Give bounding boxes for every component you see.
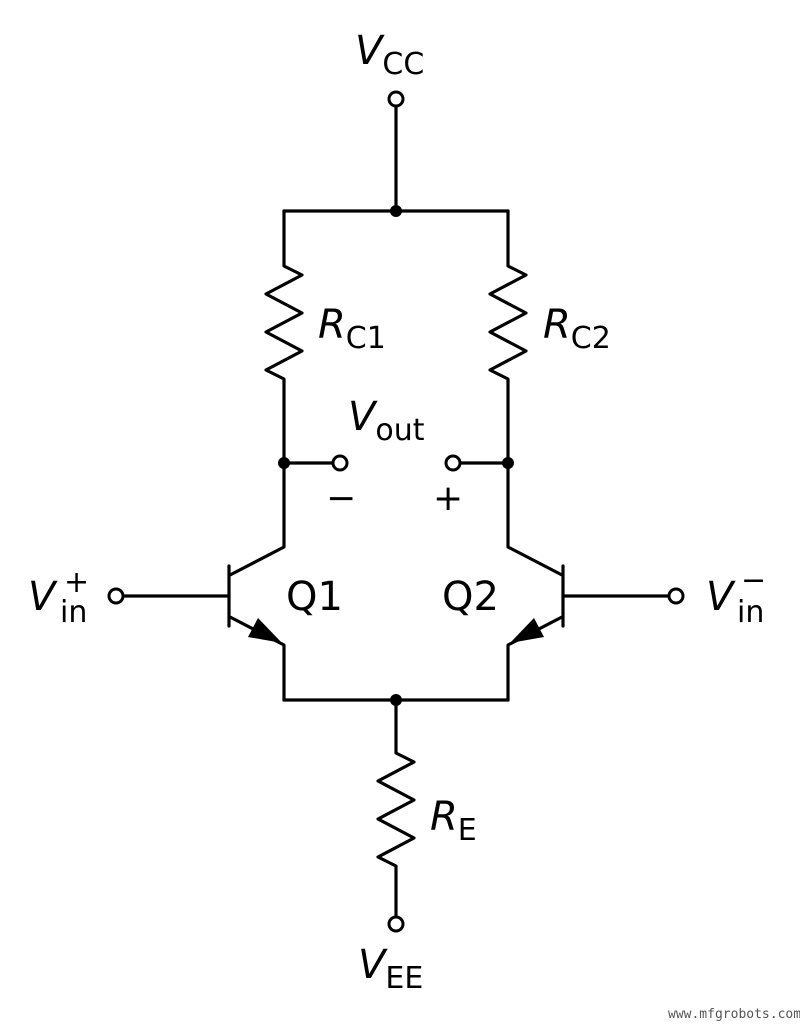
q1-label: Q1 [286, 574, 343, 620]
re-label: RE [430, 794, 477, 848]
q1-collector-wire [228, 461, 286, 577]
vee-terminal [387, 915, 405, 933]
vin-minus-label: V [706, 574, 736, 620]
vout-minus-terminal [331, 454, 349, 472]
rc2-label: RC2 [543, 302, 611, 356]
q2-label: Q2 [442, 574, 499, 620]
vin-plus-label: V [28, 574, 58, 620]
vout-minus-sign: − [326, 478, 356, 519]
q1-emitter-wire [228, 615, 286, 702]
right-output-junction-dot [502, 457, 514, 469]
q1-emitter-arrow [248, 618, 282, 643]
vout-plus-sign: + [433, 478, 463, 519]
vin-plus-terminal [107, 587, 125, 605]
vout-plus-terminal [444, 454, 462, 472]
vin-plus-sup: + [64, 565, 89, 600]
rc2-resistor [488, 209, 528, 465]
re-resistor [376, 698, 416, 919]
vin-minus-terminal [667, 587, 685, 605]
top-junction-dot [390, 205, 402, 217]
vcc-terminal [387, 90, 405, 108]
rc1-label: RC1 [318, 302, 386, 356]
q2-emitter-arrow [510, 618, 544, 643]
vee-label: VEE [358, 942, 423, 996]
bottom-junction-dot [390, 694, 402, 706]
vin-minus-sup: − [741, 563, 766, 598]
vin-plus-sub: in [60, 595, 87, 630]
vcc-label: VCC [355, 28, 424, 82]
vin-minus-sub: in [737, 595, 764, 630]
q2-collector-wire [506, 461, 564, 577]
q2-emitter-wire [506, 615, 564, 702]
left-output-junction-dot [278, 457, 290, 469]
vout-label: Vout [348, 394, 425, 448]
watermark-text: www.mfgrobots.com [668, 1007, 800, 1022]
rc1-resistor [264, 209, 304, 465]
